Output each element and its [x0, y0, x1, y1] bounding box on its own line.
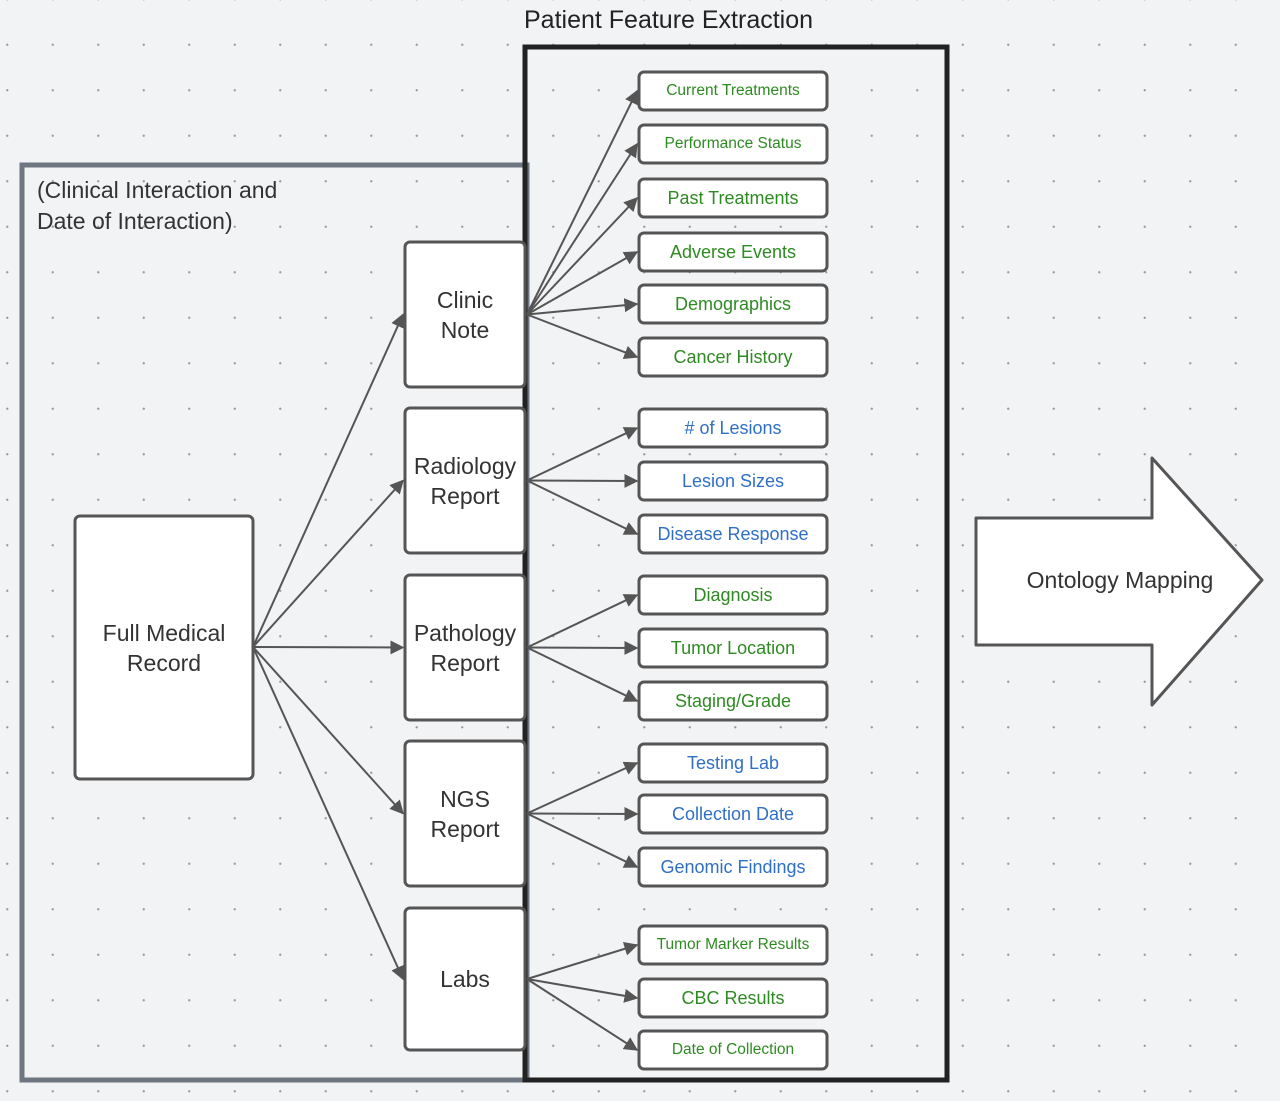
feature-current-treatments-label: Current Treatments [666, 82, 800, 99]
edge-labs-to-tumor-marker-results [526, 942, 639, 980]
edge-full-medical-record-to-pathology-report [252, 640, 405, 655]
feature-extraction-frame [522, 44, 950, 1083]
feature-testing-lab-box [637, 742, 829, 784]
feature-performance-status-box [637, 123, 829, 165]
feature-diagnosis-box [637, 574, 829, 616]
edge-clinic-note-to-past-treatments [526, 196, 638, 316]
edge-ngs-report-to-testing-lab [526, 761, 639, 815]
edge-full-medical-record-to-radiology-report [252, 479, 404, 648]
feature-genomic-findings-label: Genomic Findings [660, 856, 806, 877]
feature-performance-status-label: Performance Status [664, 135, 802, 152]
feature-adverse-events-box [637, 231, 829, 273]
edge-radiology-report-to-lesion-sizes [526, 473, 639, 488]
clinic-note-box [403, 240, 527, 389]
feature-genomic-findings-box [637, 846, 829, 888]
clinic-note-label: Clinic Note [436, 286, 494, 343]
edges [252, 89, 639, 1051]
edge-ngs-report-to-genomic-findings [526, 812, 639, 868]
feature-date-of-collection-label: Date of Collection [671, 1041, 795, 1058]
edge-pathology-report-to-tumor-location [526, 640, 639, 655]
feature-past-treatments-box [637, 177, 829, 219]
feature-current-treatments-box [637, 70, 829, 112]
ontology-mapping-label: Ontology Mapping [1026, 567, 1214, 593]
feature-adverse-events-label: Adverse Events [669, 241, 797, 262]
edge-pathology-report-to-staging-grade [526, 646, 639, 702]
edge-clinic-note-to-performance-status [526, 142, 638, 316]
edge-full-medical-record-to-labs [252, 646, 405, 981]
full-medical-record-label: Full Medical Record [102, 619, 226, 676]
edge-full-medical-record-to-clinic-note [252, 313, 405, 648]
feature-cancer-history-box [637, 336, 829, 378]
edge-pathology-report-to-diagnosis [526, 594, 639, 649]
radiology-report-label: Radiology Report [413, 452, 517, 509]
edge-full-medical-record-to-ngs-report [252, 646, 404, 815]
edge-radiology-report-to-of-lesions [526, 427, 639, 482]
nodes [73, 70, 829, 1071]
feature-staging-grade-box [637, 680, 829, 722]
feature-tumor-marker-results-label: Tumor Marker Results [656, 936, 810, 953]
feature-disease-response-label: Disease Response [657, 523, 809, 544]
edge-clinic-note-to-demographics [526, 298, 639, 316]
feature-lesion-sizes-box [637, 460, 829, 502]
feature-date-of-collection-box [637, 1029, 829, 1071]
feature-lesion-sizes-label: Lesion Sizes [681, 470, 785, 491]
labs-box [403, 906, 527, 1052]
feature-testing-lab-label: Testing Lab [686, 752, 780, 773]
edge-clinic-note-to-cancer-history [526, 313, 639, 359]
feature-diagnosis-label: Diagnosis [693, 584, 773, 605]
edge-radiology-report-to-disease-response [526, 479, 639, 535]
clinical-context-label: (Clinical Interaction and Date of Intera… [37, 177, 278, 234]
feature-staging-grade-label: Staging/Grade [674, 690, 792, 711]
radiology-report-box [403, 406, 527, 555]
feature-tumor-location-box [637, 627, 829, 669]
pathology-report-box [403, 573, 527, 722]
feature-demographics-box [637, 283, 829, 325]
feature-of-lesions-box [637, 407, 829, 449]
feature-collection-date-box [637, 793, 829, 835]
ngs-report-label: NGS Report [430, 785, 500, 842]
feature-collection-date-label: Collection Date [671, 803, 795, 824]
feature-cbc-results-box [637, 977, 829, 1019]
feature-cbc-results-label: CBC Results [681, 987, 785, 1008]
ngs-report-box [403, 739, 527, 888]
ontology-mapping-arrow [974, 456, 1264, 707]
edge-clinic-note-to-adverse-events [526, 251, 639, 316]
feature-tumor-location-label: Tumor Location [670, 637, 796, 658]
edge-labs-to-date-of-collection [526, 978, 639, 1051]
full-medical-record-box [73, 514, 255, 781]
feature-past-treatments-label: Past Treatments [667, 187, 799, 208]
edge-clinic-note-to-current-treatments [526, 89, 638, 315]
labs-label: Labs [440, 966, 490, 992]
feature-cancer-history-label: Cancer History [673, 346, 793, 367]
feature-demographics-label: Demographics [674, 293, 792, 314]
pathology-report-label: Pathology Report [413, 619, 517, 676]
feature-disease-response-box [637, 513, 829, 555]
feature-tumor-marker-results-box [637, 924, 829, 966]
edge-labs-to-cbc-results [526, 978, 639, 1003]
edge-ngs-report-to-collection-date [526, 806, 639, 821]
diagram-title: Patient Feature Extraction [524, 6, 814, 34]
feature-of-lesions-label: # of Lesions [684, 417, 782, 438]
